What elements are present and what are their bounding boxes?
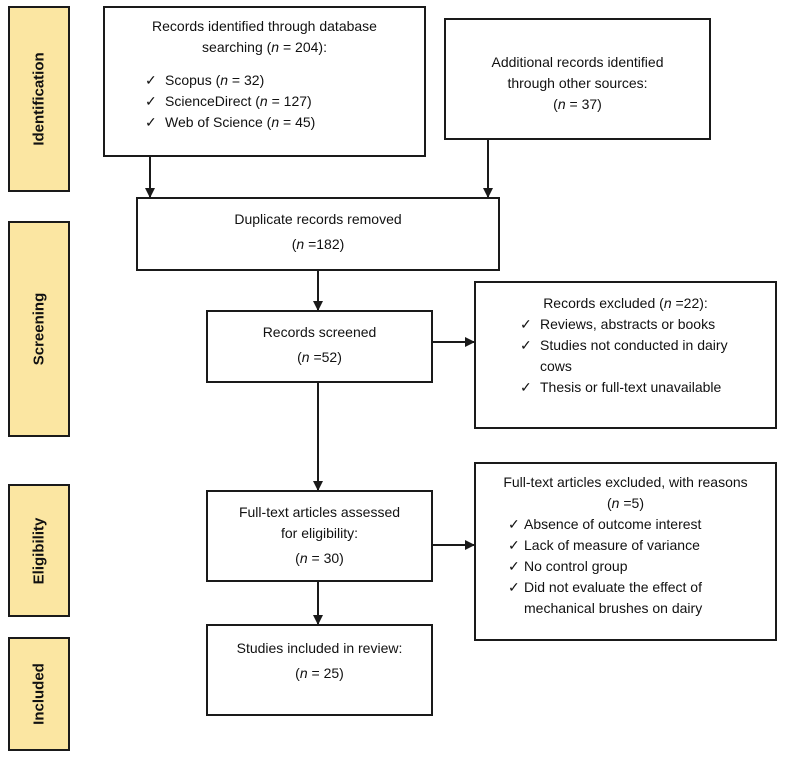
included-count: (n = 25)	[295, 665, 344, 681]
fulltext-assessed-line1: Full-text articles assessed	[238, 504, 401, 520]
check-icon: ✓	[520, 316, 532, 332]
included-label: Studies included in review:	[236, 640, 403, 656]
duplicates-label: Duplicate records removed	[234, 211, 402, 227]
duplicates-removed-box: Duplicate records removed (n =182)	[136, 197, 500, 271]
excluded-reason: ✓Thesis or full-text unavailable	[514, 377, 754, 398]
fulltext-assessed-count: (n = 30)	[295, 550, 344, 566]
database-source-scopus: ✓Scopus (n = 32)	[139, 70, 414, 91]
database-search-title: Records identified through database sear…	[152, 18, 377, 55]
check-icon: ✓	[508, 579, 520, 595]
database-source-web-of-science: ✓Web of Science (n = 45)	[139, 112, 414, 133]
studies-included-box: Studies included in review: (n = 25)	[206, 624, 433, 716]
phase-included: Included	[8, 637, 70, 751]
phase-identification: Identification	[8, 6, 70, 192]
database-source-list: ✓Scopus (n = 32) ✓ScienceDirect (n = 127…	[139, 70, 414, 133]
database-search-box: Records identified through database sear…	[103, 6, 426, 157]
fulltext-excluded-box: Full-text articles excluded, with reason…	[474, 462, 777, 641]
check-icon: ✓	[145, 93, 157, 109]
excluded-reason: ✓Studies not conducted in dairy cows	[520, 337, 728, 374]
other-sources-count: (n = 37)	[553, 96, 602, 112]
fulltext-excluded-reason: ✓Absence of outcome interest	[508, 514, 753, 535]
check-icon: ✓	[520, 379, 532, 395]
screened-label: Records screened	[262, 324, 377, 340]
fulltext-assessed-line2: for eligibility:	[280, 525, 359, 541]
other-sources-line1: Additional records identified	[491, 54, 664, 70]
other-sources-line2: through other sources:	[507, 75, 648, 91]
duplicates-count: (n =182)	[291, 236, 345, 252]
phase-screening: Screening	[8, 221, 70, 437]
screened-count: (n =52)	[297, 349, 342, 365]
fulltext-excluded-title: Full-text articles excluded, with reason…	[503, 474, 748, 490]
check-icon: ✓	[520, 337, 532, 353]
phase-eligibility: Eligibility	[8, 484, 70, 617]
database-source-sciencedirect: ✓ScienceDirect (n = 127)	[139, 91, 414, 112]
records-screened-box: Records screened (n =52)	[206, 310, 433, 383]
excluded-reason: ✓Reviews, abstracts or books	[514, 314, 754, 335]
fulltext-excluded-reason: ✓Lack of measure of variance	[508, 535, 753, 556]
check-icon: ✓	[508, 537, 520, 553]
check-icon: ✓	[145, 72, 157, 88]
check-icon: ✓	[508, 516, 520, 532]
records-excluded-box: Records excluded (n =22): ✓Reviews, abst…	[474, 281, 777, 429]
fulltext-excluded-reason: ✓No control group	[508, 556, 753, 577]
fulltext-excluded-reasons-list: ✓Absence of outcome interest ✓Lack of me…	[508, 514, 753, 619]
fulltext-excluded-count: (n =5)	[607, 495, 644, 511]
check-icon: ✓	[508, 558, 520, 574]
check-icon: ✓	[145, 114, 157, 130]
fulltext-assessed-box: Full-text articles assessed for eligibil…	[206, 490, 433, 582]
other-sources-box: Additional records identified through ot…	[444, 18, 711, 140]
fulltext-excluded-reason: ✓Did not evaluate the effect of mechanic…	[508, 579, 703, 616]
excluded-reasons-list: ✓Reviews, abstracts or books ✓Studies no…	[514, 314, 754, 398]
excluded-title: Records excluded (n =22):	[543, 295, 708, 311]
